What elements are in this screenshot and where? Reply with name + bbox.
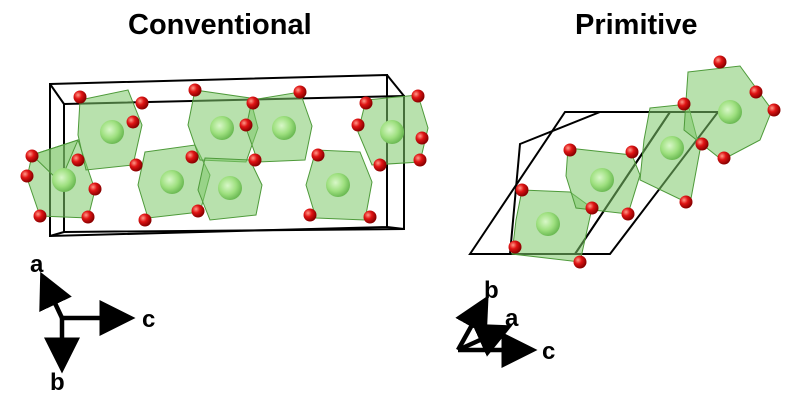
primitive-cell-title: Primitive — [575, 9, 698, 41]
primitive-axes — [455, 295, 538, 368]
primitive-axis-a-label: a — [505, 305, 519, 332]
conventional-metal-centers — [52, 116, 404, 200]
conventional-axis-c-label: c — [142, 306, 155, 333]
primitive-metal-centers — [536, 100, 742, 236]
conventional-cell-title: Conventional — [128, 9, 312, 41]
primitive-octahedra — [511, 65, 773, 263]
conventional-oxygen-atoms — [20, 83, 429, 227]
primitive-oxygen-atoms — [508, 55, 781, 269]
conventional-axis-a-label: a — [30, 251, 44, 278]
primitive-axis-b-label: b — [484, 277, 499, 304]
conventional-axis-b-label: b — [50, 369, 65, 396]
conventional-octahedra — [26, 89, 429, 221]
conventional-axes — [39, 271, 136, 374]
primitive-axis-c-label: c — [542, 338, 555, 365]
